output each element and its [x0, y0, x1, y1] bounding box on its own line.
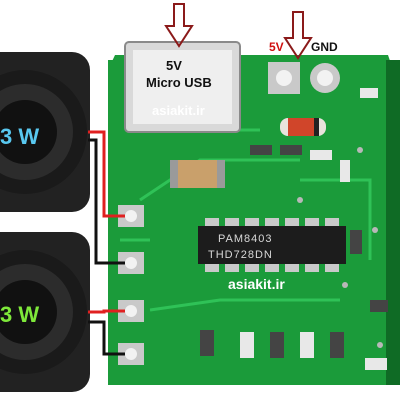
- speaker-bottom-power-label: 3 W: [0, 302, 40, 327]
- speaker-wires: [88, 130, 125, 356]
- chip-model-label: PAM8403: [218, 233, 273, 245]
- smd-components: [200, 88, 388, 370]
- gnd-pad: [310, 63, 340, 93]
- speaker-top: [0, 52, 90, 212]
- website-label-bottom: asiakit.ir: [228, 276, 285, 292]
- usb-voltage-label: 5V: [166, 58, 182, 73]
- power-pad-5v: [268, 62, 300, 94]
- output-pads: [118, 205, 144, 365]
- arrow-to-power-pad-icon: [283, 11, 313, 60]
- amplifier-chip: [198, 218, 346, 272]
- speaker-bottom: [0, 232, 90, 392]
- gnd-label: GND: [311, 40, 338, 54]
- diode: [280, 118, 326, 136]
- capacitor: [170, 160, 225, 188]
- arrow-to-usb-icon: [164, 3, 194, 48]
- micro-usb-connector: [124, 41, 241, 133]
- website-label-top: asiakit.ir: [152, 103, 205, 118]
- speaker-top-power-label: 3 W: [0, 124, 40, 149]
- usb-type-label: Micro USB: [146, 75, 212, 90]
- chip-code-label: THD728DN: [208, 249, 273, 261]
- power-5v-label: 5V: [269, 40, 284, 54]
